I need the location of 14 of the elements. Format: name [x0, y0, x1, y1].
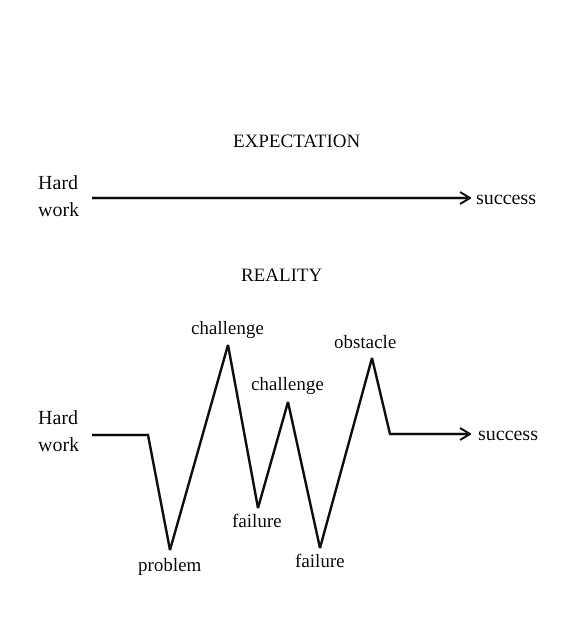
node-label: success	[476, 185, 556, 212]
point-label: challenge	[191, 318, 264, 340]
point-label: obstacle	[334, 332, 396, 354]
node-label: Hard work	[38, 170, 88, 224]
node-label: Hard work	[38, 405, 88, 459]
point-label: failure	[232, 511, 282, 533]
heading: EXPECTATION	[233, 131, 360, 153]
point-label: challenge	[251, 374, 324, 396]
point-label: failure	[295, 551, 345, 573]
arrow	[92, 191, 471, 205]
point-label: problem	[138, 555, 202, 577]
node-label: success	[478, 421, 558, 448]
zigzag-arrow	[92, 344, 471, 552]
heading: REALITY	[241, 265, 322, 287]
